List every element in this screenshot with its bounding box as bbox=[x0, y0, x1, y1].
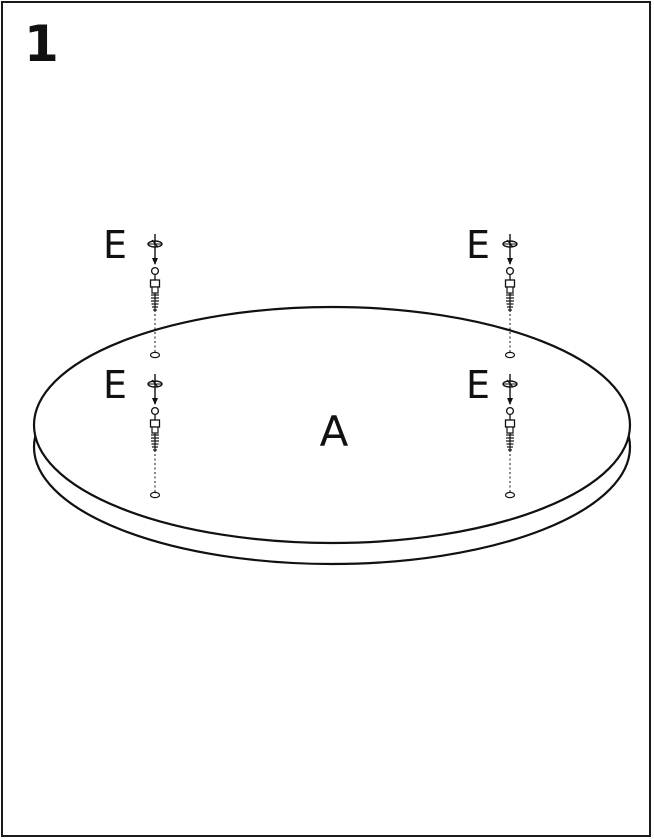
tabletop-surface bbox=[32, 305, 632, 545]
fitting-back-right: E bbox=[466, 223, 518, 359]
fitting-label: E bbox=[466, 223, 490, 267]
step-number: 1 bbox=[24, 15, 59, 73]
part-label-a: A bbox=[320, 407, 349, 456]
fitting-back-left: E bbox=[103, 223, 163, 359]
fitting-label: E bbox=[466, 363, 490, 407]
fitting-label: E bbox=[103, 223, 127, 267]
fitting-front-right: E bbox=[466, 363, 518, 499]
fitting-front-left: E bbox=[103, 363, 163, 499]
fitting-label: E bbox=[103, 363, 127, 407]
